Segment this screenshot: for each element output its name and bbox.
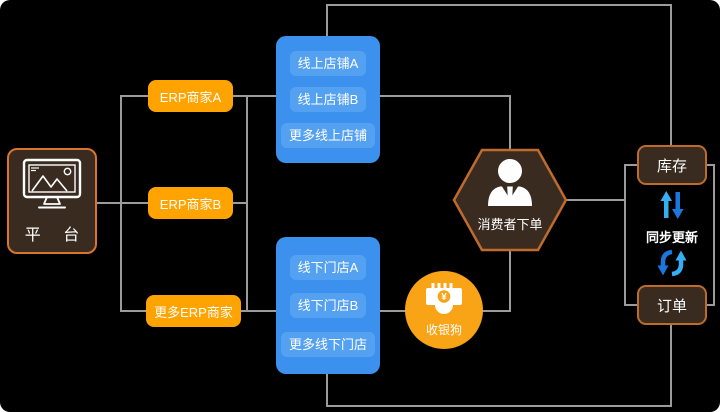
connector xyxy=(509,250,511,312)
connector xyxy=(380,95,510,97)
connector xyxy=(380,310,407,312)
merchant-label: ERP商家B xyxy=(159,196,222,212)
connector xyxy=(670,4,672,145)
orders-node: 订单 xyxy=(637,285,707,325)
connector xyxy=(706,304,715,306)
merchant-erp-a: ERP商家A xyxy=(148,80,233,112)
offline-store-a: 线下门店A xyxy=(289,254,367,280)
connector xyxy=(120,95,122,312)
cashier-label: 收银狗 xyxy=(425,323,462,337)
offline-stores-group: 线下门店A 线下门店B 更多线下门店 xyxy=(276,237,380,374)
connector xyxy=(713,164,715,306)
person-icon xyxy=(482,158,538,211)
connector xyxy=(233,202,248,204)
connector xyxy=(326,4,328,37)
connector xyxy=(624,164,638,166)
cashier-node: ¥ 收银狗 xyxy=(405,271,483,349)
inventory-label: 库存 xyxy=(656,157,687,175)
inventory-node: 库存 xyxy=(637,145,707,185)
connector xyxy=(482,310,511,312)
sync-arrows-icon xyxy=(657,190,687,225)
offline-store-b: 线下门店B xyxy=(289,293,367,318)
connector xyxy=(326,405,672,407)
sync-update-label: 同步更新 xyxy=(645,230,698,245)
yuan-symbol: ¥ xyxy=(441,292,447,303)
merchant-label: ERP商家A xyxy=(159,89,222,105)
connector xyxy=(706,164,715,166)
merchant-erp-b: ERP商家B xyxy=(148,187,233,219)
connector xyxy=(326,4,672,6)
connector xyxy=(97,202,148,204)
platform-node: 平 台 xyxy=(7,148,97,254)
pos-icon: ¥ xyxy=(422,282,466,320)
connector xyxy=(624,304,638,306)
online-store-b: 线上店铺B xyxy=(289,87,367,112)
connector xyxy=(670,325,672,407)
connector xyxy=(120,310,146,312)
connector xyxy=(509,95,511,152)
online-store-a: 线上店铺A xyxy=(289,51,367,76)
consumer-node: 消费者下单 xyxy=(452,148,568,252)
connector xyxy=(326,373,328,407)
connector xyxy=(624,164,626,306)
orders-label: 订单 xyxy=(656,297,687,315)
consumer-label: 消费者下单 xyxy=(477,217,543,232)
connector xyxy=(233,95,276,97)
sync-loop-icon xyxy=(657,248,687,283)
connector xyxy=(120,95,148,97)
merchant-erp-more: 更多ERP商家 xyxy=(146,295,241,327)
connector xyxy=(566,199,626,201)
merchant-label: 更多ERP商家 xyxy=(154,304,233,320)
connector xyxy=(241,310,276,312)
online-stores-group: 线上店铺A 线上店铺B 更多线上店铺 xyxy=(276,36,380,163)
monitor-icon xyxy=(22,158,82,215)
platform-label: 平 台 xyxy=(24,226,89,244)
online-store-more: 更多线上店铺 xyxy=(280,123,375,148)
offline-store-more: 更多线下门店 xyxy=(280,331,375,357)
